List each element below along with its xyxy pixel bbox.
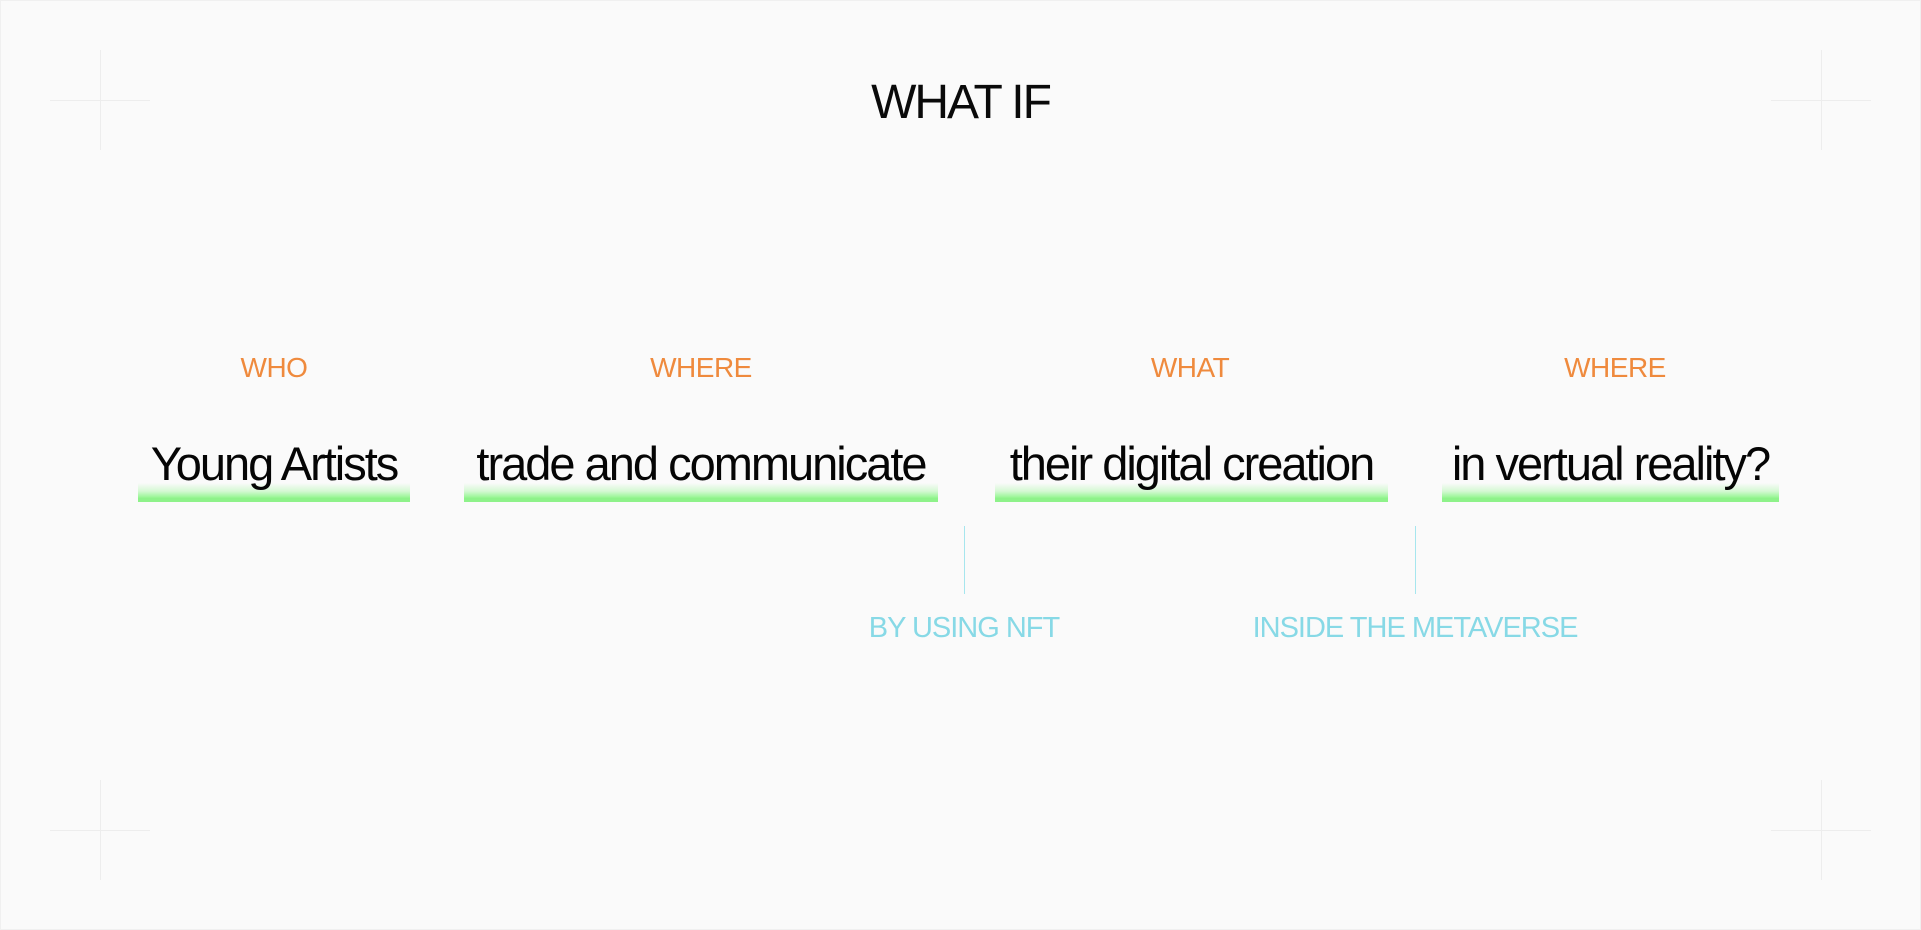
phrase-block-where: trade and communicate bbox=[464, 434, 938, 502]
modifier-label-metaverse: INSIDE THE METAVERSE bbox=[1252, 612, 1579, 644]
phrase-text-what: their digital creation bbox=[1009, 437, 1376, 490]
category-label-what: WHAT bbox=[1150, 352, 1230, 383]
category-label-where: WHERE bbox=[650, 352, 752, 383]
connector-line-metaverse bbox=[1415, 526, 1416, 594]
phrase-block-where-2: in vertual reality? bbox=[1442, 434, 1779, 502]
corner-crosshair-top-left bbox=[50, 50, 150, 150]
connector-line-nft bbox=[964, 526, 965, 594]
phrase-text-where: trade and communicate bbox=[476, 437, 927, 490]
phrase-block-who: Young Artists bbox=[138, 434, 410, 502]
phrase-text-who: Young Artists bbox=[150, 437, 400, 490]
category-label-who: WHO bbox=[240, 352, 308, 383]
phrase-block-what: their digital creation bbox=[995, 434, 1388, 502]
corner-crosshair-bottom-left bbox=[50, 780, 150, 880]
phrase-text-where-2: in vertual reality? bbox=[1451, 437, 1771, 490]
modifier-label-nft: BY USING NFT bbox=[868, 612, 1060, 644]
corner-crosshair-top-right bbox=[1771, 50, 1871, 150]
category-label-where-2: WHERE bbox=[1564, 352, 1666, 383]
corner-crosshair-bottom-right bbox=[1771, 780, 1871, 880]
page-title: WHAT IF bbox=[871, 76, 1052, 129]
